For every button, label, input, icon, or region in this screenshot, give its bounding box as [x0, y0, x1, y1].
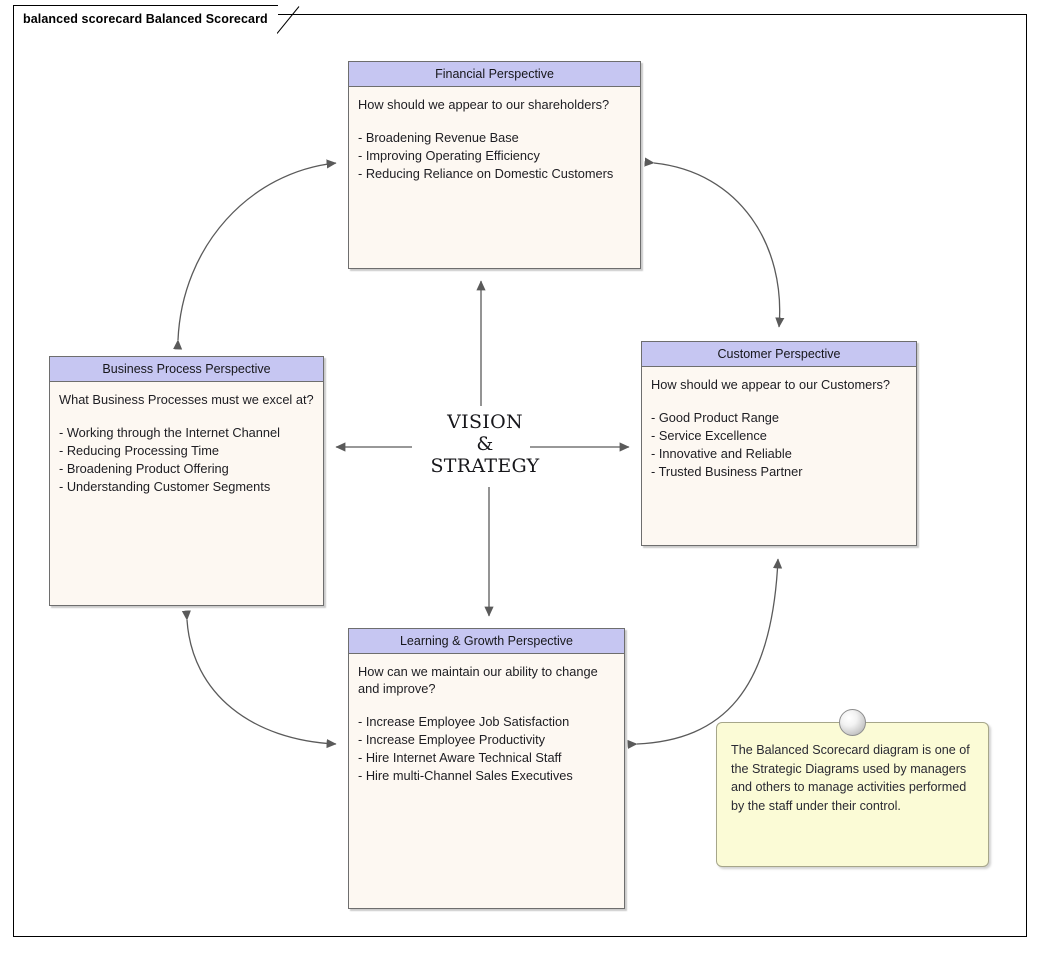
- learning-growth-perspective-body: How can we maintain our ability to chang…: [349, 654, 624, 791]
- vision-line-1: VISION: [447, 411, 523, 433]
- financial-perspective-title: Financial Perspective: [435, 66, 554, 81]
- business-process-perspective-box[interactable]: Business Process Perspective What Busine…: [49, 356, 324, 606]
- learning-growth-perspective-box[interactable]: Learning & Growth Perspective How can we…: [348, 628, 625, 909]
- note-knob-icon: [839, 709, 866, 736]
- customer-perspective-question: How should we appear to our Customers?: [651, 377, 890, 392]
- list-item: - Broadening Product Offering: [59, 461, 229, 476]
- list-item: - Hire Internet Aware Technical Staff: [358, 750, 562, 765]
- business-process-perspective-header: Business Process Perspective: [50, 357, 323, 382]
- list-item: - Trusted Business Partner: [651, 464, 803, 479]
- list-item: - Reducing Reliance on Domestic Customer…: [358, 166, 614, 181]
- list-item: - Reducing Processing Time: [59, 443, 220, 458]
- business-process-perspective-body: What Business Processes must we excel at…: [50, 382, 323, 502]
- diagram-title-tab-body: balanced scorecard Balanced Scorecard: [13, 5, 300, 34]
- list-item: - Hire multi-Channel Sales Executives: [358, 768, 573, 783]
- list-item: - Good Product Range: [651, 410, 780, 425]
- learning-growth-perspective-header: Learning & Growth Perspective: [349, 629, 624, 654]
- learning-growth-perspective-title: Learning & Growth Perspective: [399, 633, 573, 648]
- list-item: - Service Excellence: [651, 428, 767, 443]
- diagram-note[interactable]: The Balanced Scorecard diagram is one of…: [716, 709, 989, 867]
- list-item: - Increase Employee Productivity: [358, 732, 546, 747]
- business-process-perspective-question: What Business Processes must we excel at…: [59, 392, 314, 407]
- list-item: - Understanding Customer Segments: [59, 479, 271, 494]
- vision-line-3: STRATEGY: [430, 455, 540, 477]
- customer-perspective-header: Customer Perspective: [642, 342, 916, 367]
- diagram-title-tab[interactable]: balanced scorecard Balanced Scorecard: [13, 5, 300, 34]
- customer-perspective-body: How should we appear to our Customers? -…: [642, 367, 916, 487]
- financial-perspective-header: Financial Perspective: [349, 62, 640, 87]
- diagram-note-text: The Balanced Scorecard diagram is one of…: [731, 743, 970, 813]
- customer-perspective-list: - Good Product Range - Service Excellenc…: [651, 409, 907, 481]
- business-process-perspective-title: Business Process Perspective: [102, 361, 271, 376]
- list-item: - Innovative and Reliable: [651, 446, 792, 461]
- learning-growth-perspective-question: How can we maintain our ability to chang…: [358, 664, 598, 696]
- financial-perspective-box[interactable]: Financial Perspective How should we appe…: [348, 61, 641, 269]
- learning-growth-perspective-list: - Increase Employee Job Satisfaction - I…: [358, 713, 615, 785]
- customer-perspective-title: Customer Perspective: [717, 346, 841, 361]
- business-process-perspective-list: - Working through the Internet Channel -…: [59, 424, 314, 496]
- financial-perspective-body: How should we appear to our shareholders…: [349, 87, 640, 189]
- vision-strategy-label: VISION & STRATEGY: [421, 411, 549, 477]
- financial-perspective-question: How should we appear to our shareholders…: [358, 97, 610, 112]
- diagram-frame: [13, 14, 1027, 937]
- list-item: - Increase Employee Job Satisfaction: [358, 714, 570, 729]
- vision-line-2: &: [476, 433, 494, 455]
- diagram-title-label: balanced scorecard Balanced Scorecard: [23, 12, 268, 26]
- customer-perspective-box[interactable]: Customer Perspective How should we appea…: [641, 341, 917, 546]
- financial-perspective-list: - Broadening Revenue Base - Improving Op…: [358, 129, 631, 183]
- list-item: - Improving Operating Efficiency: [358, 148, 540, 163]
- list-item: - Working through the Internet Channel: [59, 425, 280, 440]
- list-item: - Broadening Revenue Base: [358, 130, 519, 145]
- tab-slant-icon: [276, 6, 300, 34]
